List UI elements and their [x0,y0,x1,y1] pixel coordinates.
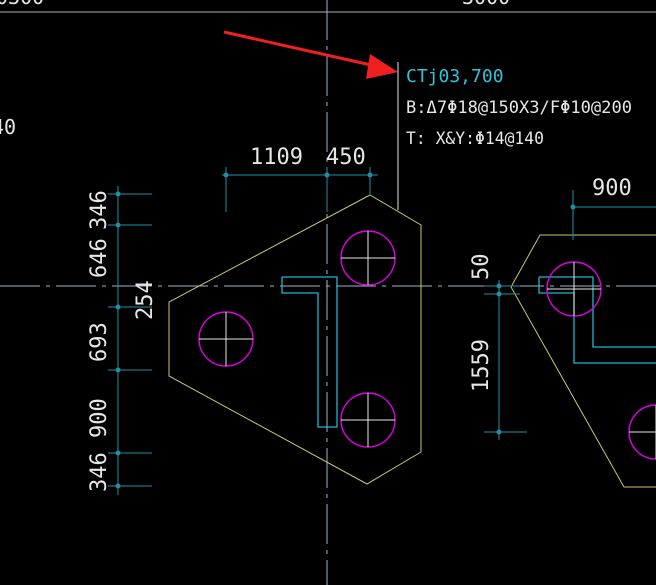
pile-cap-id-label[interactable]: CTj03,700 [406,66,504,87]
horizontal-dimension-right [570,190,656,240]
horizontal-dimension-top [222,167,378,212]
pile-cap-outline-left[interactable] [168,194,422,485]
dimension-label: 254 [133,280,158,320]
top-rebar-label[interactable]: T: X&Y:Φ14@140 [406,129,544,149]
left-fragment: 40 [0,115,16,139]
pile-circle-icon[interactable] [198,311,254,367]
dimension-label: 346 [87,190,112,230]
dimension-label: 1109 [250,145,303,170]
red-arrow-icon [223,30,398,79]
pile-circle-icon[interactable] [628,404,656,460]
pile-cap-outline-right[interactable] [510,234,656,488]
top-fragment-left: 0300 [0,0,44,9]
dimension-label: 1559 [469,339,494,392]
dimension-label: 693 [87,322,112,362]
dimension-label: 900 [87,398,112,438]
pile-circle-icon[interactable] [546,261,602,317]
pile-circle-icon[interactable] [340,230,396,286]
dimension-label: 50 [469,254,494,281]
bottom-rebar-label[interactable]: B:Δ7Φ18@150X3/FΦ10@200 [406,98,632,118]
dimension-label: 646 [87,238,112,278]
vertical-dimension-left [108,186,152,495]
pile-circle-icon[interactable] [340,392,396,448]
column-outline-right[interactable] [539,276,656,348]
dimension-label: 450 [326,145,366,170]
dimension-label: 346 [87,452,112,492]
dimension-label: 900 [592,176,632,201]
vertical-dimension-right [484,280,527,440]
top-fragment-right: 3000 [462,0,510,9]
column-outline-right-inner[interactable] [538,277,656,364]
column-outline-left[interactable] [281,276,338,428]
